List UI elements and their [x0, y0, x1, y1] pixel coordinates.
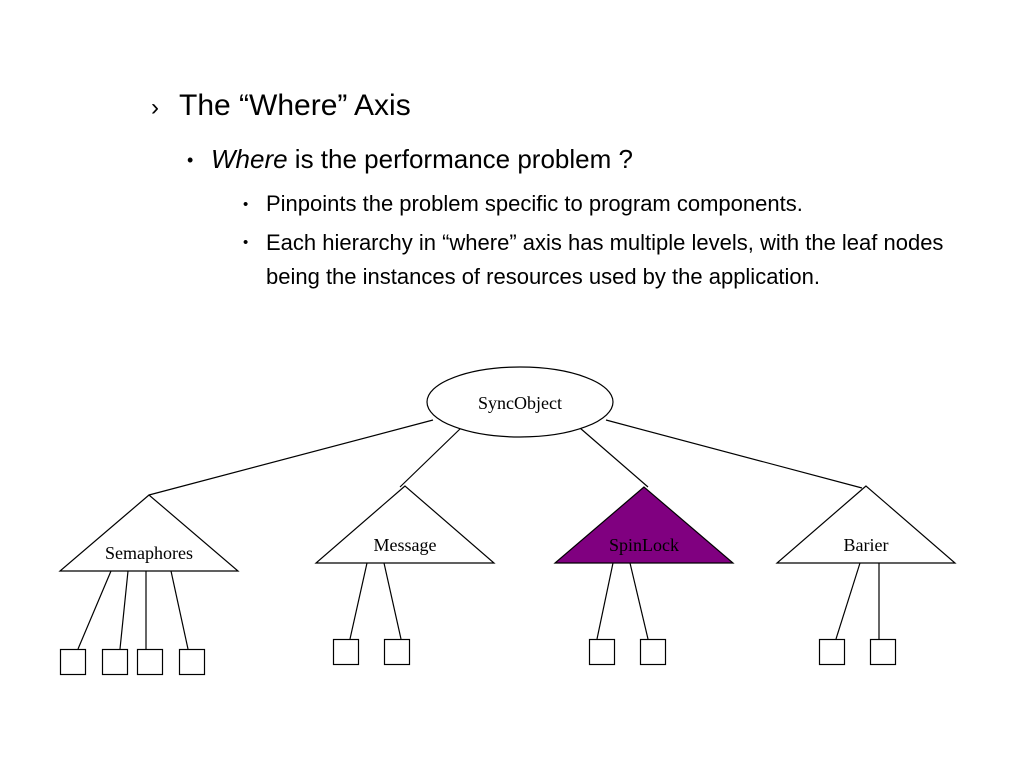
bullet-dot-icon: •	[243, 196, 249, 213]
edge-barier-leaf-1	[835, 562, 861, 640]
node-spinlock: SpinLock	[553, 486, 735, 666]
spinlock-label: SpinLock	[609, 535, 679, 555]
spinlock-triangle	[553, 486, 735, 564]
edge-spinlock-leaf-2	[629, 562, 649, 640]
edge-root-to-semaphores	[148, 419, 434, 496]
edge-root-to-message	[399, 427, 462, 488]
message-leaf-2	[383, 638, 411, 666]
semaphores-label: Semaphores	[105, 543, 193, 563]
edge-root-to-spinlock	[579, 427, 649, 488]
barier-triangle	[775, 485, 957, 564]
point-1-text: Pinpoints the problem specific to progra…	[266, 191, 803, 216]
slide-heading: › The “Where” Axis	[151, 86, 411, 128]
tree-edges	[148, 419, 863, 496]
edge-root-to-barier	[605, 419, 863, 489]
edge-semaphores-leaf-2	[119, 570, 129, 650]
subheading: • Where is the performance problem ?	[187, 141, 633, 180]
subheading-emphasis: Where	[211, 144, 288, 174]
node-barier: Barier	[775, 485, 957, 666]
node-semaphores: Semaphores	[58, 494, 240, 676]
spinlock-leaf-1	[588, 638, 616, 666]
root-ellipse	[426, 366, 614, 438]
semaphores-leaf-2	[101, 648, 129, 676]
heading-text: The “Where” Axis	[179, 89, 411, 122]
edge-spinlock-leaf-1	[596, 562, 614, 640]
point-1: • Pinpoints the problem specific to progr…	[243, 187, 803, 224]
message-leaf-1	[332, 638, 360, 666]
semaphores-triangle	[58, 494, 240, 572]
barier-leaf-1	[818, 638, 846, 666]
root-node: SyncObject	[426, 366, 614, 438]
node-message: Message	[314, 485, 496, 666]
child-nodes: Semaphores Message SpinLock Barier	[58, 485, 957, 676]
edge-semaphores-leaf-4	[170, 570, 189, 650]
semaphores-leaf-4	[178, 648, 206, 676]
edge-message-leaf-1	[349, 562, 368, 640]
point-2: • Each hierarchy in “where” axis has mul…	[243, 226, 983, 294]
semaphores-leaf-3	[136, 648, 164, 676]
spinlock-leaf-2	[639, 638, 667, 666]
message-label: Message	[374, 535, 437, 555]
edge-message-leaf-2	[383, 562, 402, 640]
barier-leaf-2	[869, 638, 897, 666]
heading-chevron-icon: ›	[151, 94, 159, 121]
point-2-text: Each hierarchy in “where” axis has multi…	[266, 230, 944, 289]
bullet-dot-icon: •	[243, 234, 249, 251]
barier-label: Barier	[844, 535, 889, 555]
bullet-dot-icon: •	[187, 150, 194, 170]
message-triangle	[314, 485, 496, 564]
root-label: SyncObject	[478, 393, 562, 413]
semaphores-leaf-1	[59, 648, 87, 676]
subheading-text: is the performance problem ?	[287, 144, 633, 174]
edge-semaphores-leaf-1	[77, 570, 112, 650]
